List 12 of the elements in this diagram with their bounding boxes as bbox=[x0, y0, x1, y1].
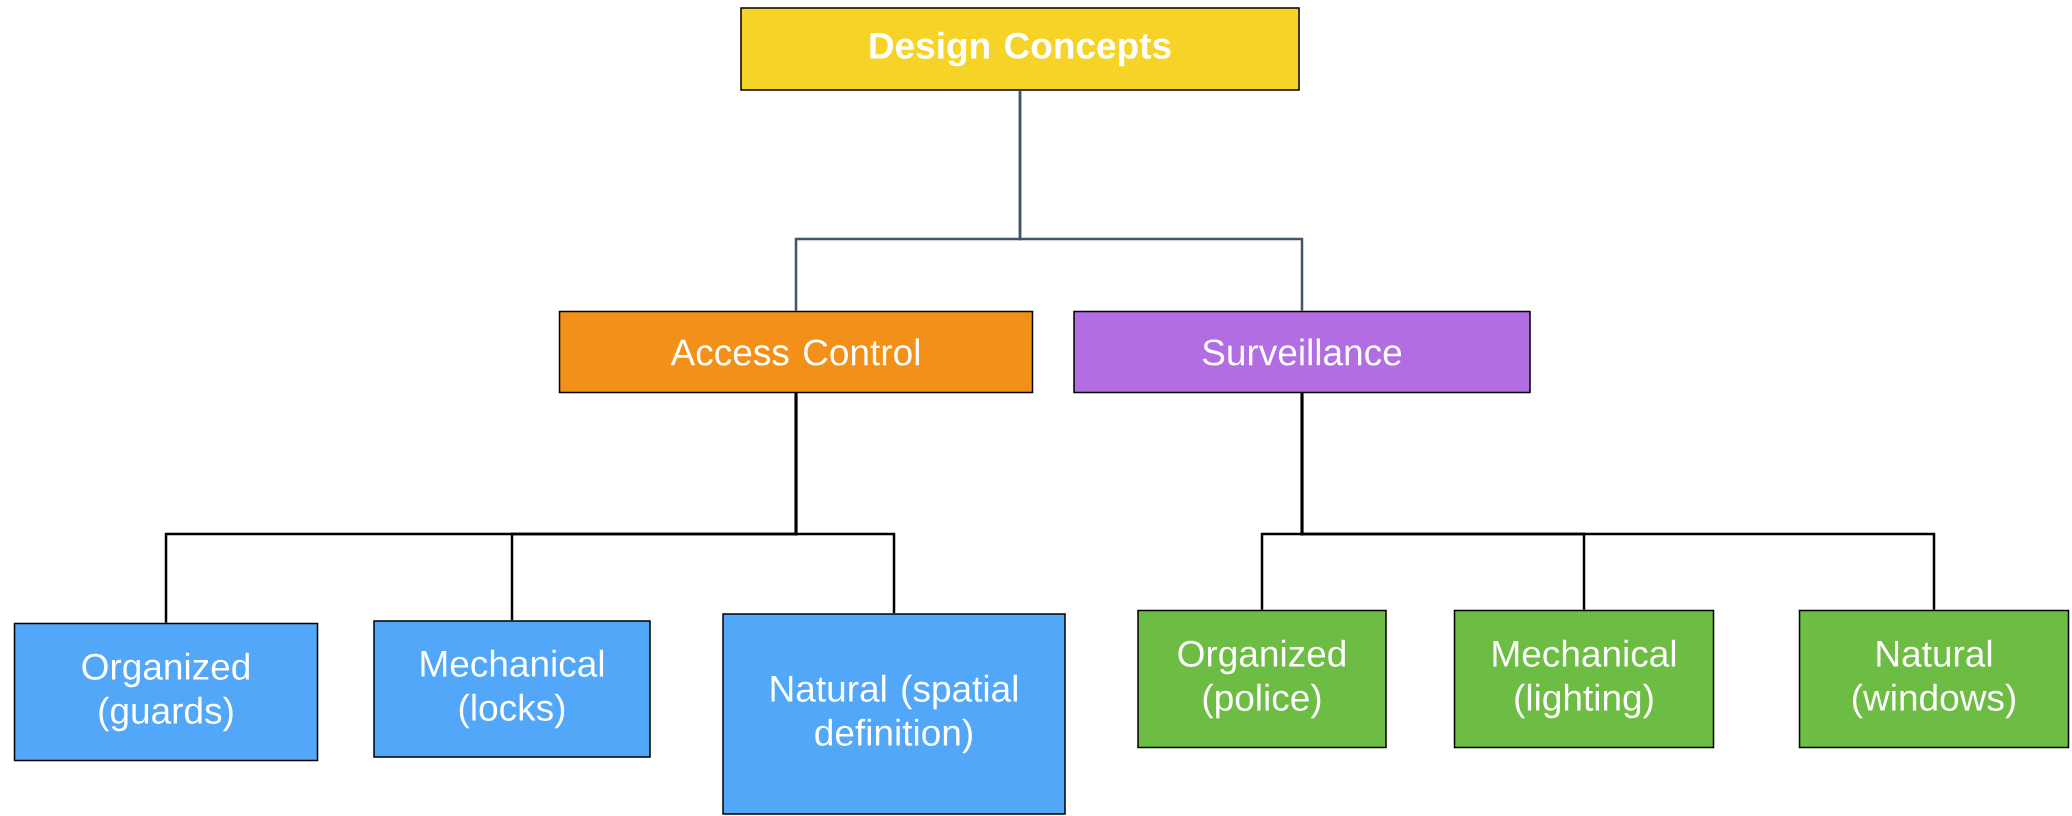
item-box: Natural (windows) bbox=[1798, 609, 2070, 749]
item-box: Mechanical (lighting) bbox=[1453, 609, 1715, 749]
title-box: Design Concepts bbox=[740, 7, 1300, 91]
connector-line bbox=[1300, 393, 1936, 610]
category-box: Access Control bbox=[558, 310, 1034, 394]
connector-line bbox=[1018, 90, 1304, 311]
item-box: Mechanical (locks) bbox=[373, 620, 651, 758]
item-box: Natural (spatial definition) bbox=[722, 613, 1066, 815]
connector-line bbox=[794, 393, 896, 614]
item-box: Organized (police) bbox=[1137, 609, 1387, 749]
category-box: Surveillance bbox=[1073, 310, 1531, 394]
item-box: Organized (guards) bbox=[13, 622, 319, 762]
